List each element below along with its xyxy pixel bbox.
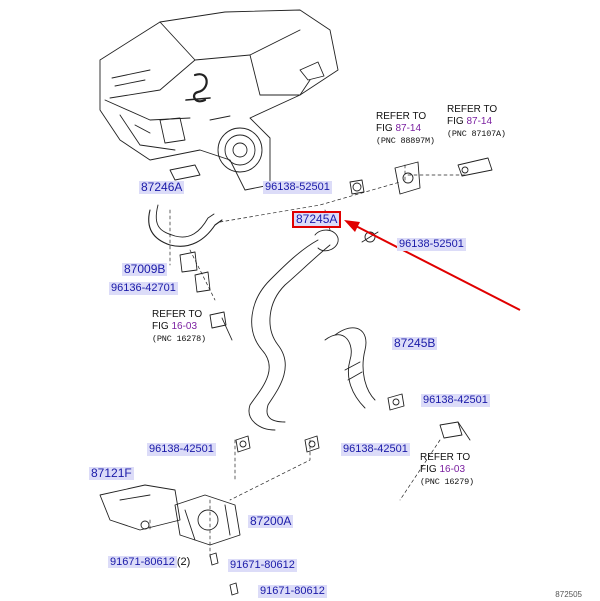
fig-number[interactable]: 87-14 — [466, 116, 493, 127]
part-label-87245A[interactable]: 87245A — [291, 211, 342, 228]
hose-87245B — [334, 327, 376, 401]
pnc-code: (PNC 16278) — [152, 334, 206, 344]
part-label-87246A[interactable]: 87246A — [139, 180, 185, 194]
refer-line: REFER TO — [447, 104, 498, 115]
refer-line: REFER TO — [376, 111, 427, 122]
pnc-code: (PNC 87107A) — [447, 129, 506, 139]
refer-line: REFER TO — [420, 452, 471, 463]
refer-to-fig-87-14-a[interactable]: REFER TO FIG 87-14 (PNC 88897M) — [376, 111, 435, 147]
fig-prefix: FIG — [152, 321, 172, 332]
part-label-96138-42501-right[interactable]: 96138-42501 — [421, 394, 490, 407]
refer-to-fig-87-14-b[interactable]: REFER TO FIG 87-14 (PNC 87107A) — [447, 104, 506, 140]
part-label-91671-80612-c[interactable]: 91671-80612 — [258, 585, 327, 598]
part-label-96138-52501-right[interactable]: 96138-52501 — [397, 238, 466, 251]
refer-to-fig-16-03-a[interactable]: REFER TO FIG 16-03 (PNC 16278) — [152, 309, 206, 345]
part-label-96138-42501-mid[interactable]: 96138-42501 — [341, 443, 410, 456]
water-pump-87200A — [174, 494, 241, 546]
diagram-code: 872505 — [555, 590, 582, 599]
fig-prefix: FIG — [447, 116, 467, 127]
part-label-96136-42701[interactable]: 96136-42701 — [109, 282, 178, 295]
part-label-87121F[interactable]: 87121F — [89, 466, 134, 480]
part-label-87245B[interactable]: 87245B — [392, 336, 438, 350]
car-illustration — [99, 9, 339, 191]
quantity-label: (2) — [176, 556, 191, 568]
pnc-code: (PNC 88897M) — [376, 136, 435, 146]
pnc-code: (PNC 16279) — [420, 477, 474, 487]
fig-number[interactable]: 87-14 — [395, 123, 422, 134]
fig-number[interactable]: 16-03 — [439, 464, 466, 475]
part-label-91671-80612-qty2: 91671-80612(2) — [108, 556, 190, 569]
bracket-87121F — [99, 484, 181, 531]
fig-number[interactable]: 16-03 — [171, 321, 198, 332]
part-label-91671-80612-b[interactable]: 91671-80612 — [228, 559, 297, 572]
part-label-96138-52501-top[interactable]: 96138-52501 — [263, 181, 332, 194]
engine-bay-hose — [192, 73, 208, 103]
highlight-pointer-arrow — [344, 220, 521, 311]
refer-to-fig-16-03-b[interactable]: REFER TO FIG 16-03 (PNC 16279) — [420, 452, 474, 488]
refer-line: REFER TO — [152, 309, 203, 320]
hose-87246A — [148, 209, 223, 247]
fig-prefix: FIG — [420, 464, 440, 475]
fig-prefix: FIG — [376, 123, 396, 134]
part-label-87009B[interactable]: 87009B — [122, 262, 168, 276]
part-label-96138-42501-left[interactable]: 96138-42501 — [147, 443, 216, 456]
part-label-87200A[interactable]: 87200A — [248, 514, 294, 528]
hose-87245A — [248, 239, 319, 431]
part-label-91671-80612-a[interactable]: 91671-80612 — [108, 556, 177, 568]
